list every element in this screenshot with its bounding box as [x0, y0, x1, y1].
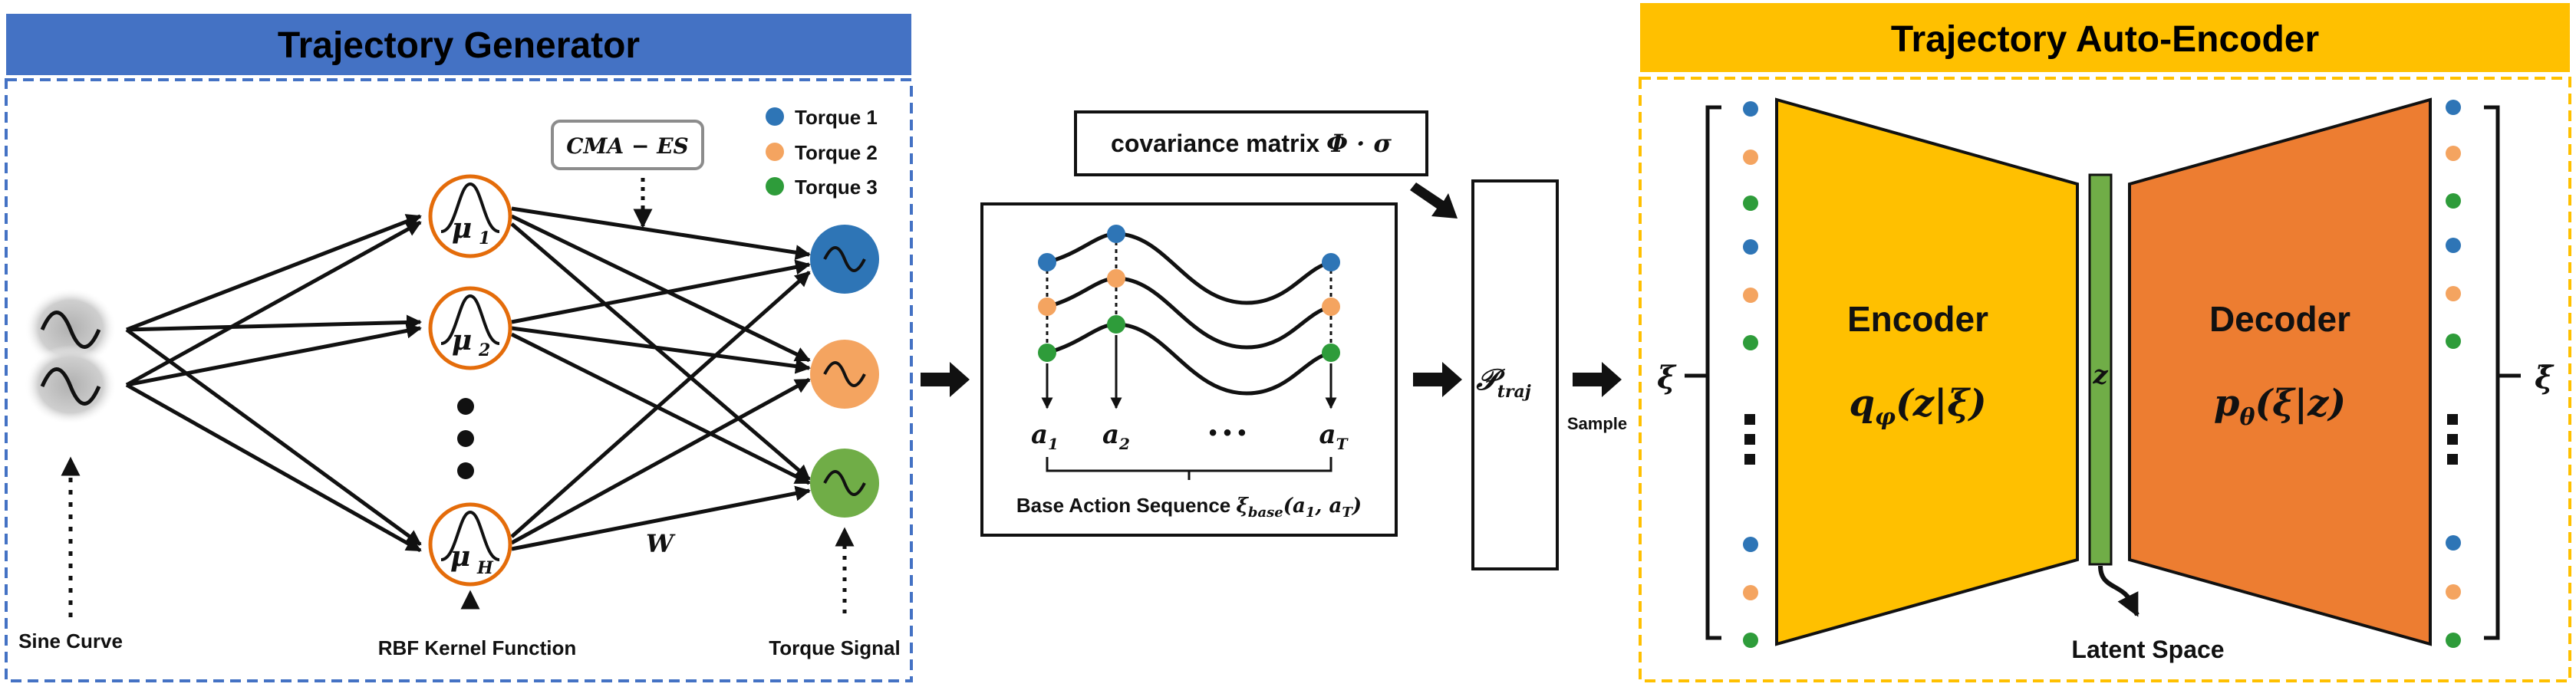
- covariance-label: covariance matrix Φ · σ: [1111, 129, 1392, 158]
- autoencoder-panel: Trajectory Auto-Encoder: [1639, 3, 2571, 682]
- block-arrow-to-ptraj: [1413, 362, 1462, 397]
- rbf-neuron-2: μ 2: [428, 286, 512, 370]
- encoder-formula: qφ(z|ξ): [1849, 382, 1986, 431]
- legend-dot-torque-3: [766, 177, 784, 196]
- cma-es-label: CMA − ES: [566, 133, 689, 159]
- decoder-block: Decoder pθ(ξ|z): [2128, 97, 2432, 646]
- gaussian-icon: [440, 294, 500, 345]
- output-xi-bar-label: ξ̄: [2535, 360, 2555, 396]
- torque-legend: Torque 1 Torque 2 Torque 3: [766, 106, 878, 199]
- generator-title-bar: [6, 14, 911, 75]
- decoder-formula: pθ(ξ|z): [2214, 382, 2346, 431]
- neuron-label: μ: [450, 541, 470, 573]
- generator-title: Trajectory Generator: [278, 25, 640, 66]
- action-aT: aT: [1319, 419, 1349, 453]
- input-edges: [125, 214, 422, 553]
- covariance-arrow: [1410, 182, 1458, 219]
- trajectory-points: [1038, 225, 1340, 362]
- input-ellipsis: [1744, 414, 1755, 465]
- output-torque-3: [810, 449, 879, 518]
- generator-panel: Trajectory Generator: [5, 14, 913, 682]
- sequence-bracket: [1046, 457, 1332, 480]
- gaussian-icon: [440, 182, 500, 233]
- rbf-neuron-1: μ 1: [428, 174, 512, 258]
- covariance-box: covariance matrix Φ · σ: [1074, 110, 1428, 176]
- generator-border: [5, 78, 913, 682]
- rbf-neuron-h: μ H: [428, 502, 512, 587]
- action-a1: a1: [1031, 419, 1059, 453]
- block-arrow-to-sequence: [921, 362, 970, 397]
- sample-label: Sample: [1567, 414, 1627, 433]
- output-ellipsis: [2447, 414, 2458, 465]
- neuron-subscript: 1: [479, 228, 490, 248]
- autoencoder-title-bar: [1640, 3, 2570, 72]
- autoencoder-border: [1639, 77, 2571, 682]
- decoder-label: Decoder: [2209, 299, 2350, 339]
- input-dots: [1743, 101, 1758, 648]
- sine-wave-icon: [40, 367, 101, 406]
- sine-wave-icon: [823, 470, 866, 496]
- legend-torque-1: Torque 1: [795, 106, 878, 129]
- sine-curve-input: [25, 288, 117, 425]
- legend-dot-torque-1: [766, 107, 784, 126]
- encoder-label: Encoder: [1847, 299, 1988, 339]
- p-traj-box: 𝒫traj: [1471, 179, 1559, 570]
- action-sequence-panel: a1 a2 • • • aT Base Action Sequence ξbas…: [980, 202, 1398, 537]
- legend-torque-2: Torque 2: [795, 141, 878, 164]
- latent-z-label: z: [2092, 360, 2108, 390]
- output-dots: [2446, 100, 2461, 648]
- gaussian-icon: [440, 510, 500, 561]
- latent-space-label: Latent Space: [2071, 636, 2224, 663]
- input-xi-label: ξ: [1657, 360, 1677, 396]
- output-bracket: [2484, 105, 2500, 640]
- action-arrows: [1041, 335, 1337, 409]
- sine-wave-icon: [823, 361, 866, 387]
- legend-torque-3: Torque 3: [795, 176, 878, 199]
- neuron-ellipsis: [457, 398, 474, 479]
- torque-signal-label: Torque Signal: [769, 636, 900, 659]
- neuron-subscript: H: [476, 558, 494, 578]
- action-ellipsis: • • •: [1209, 420, 1246, 445]
- neuron-label: μ: [452, 212, 472, 245]
- action-a2: a2: [1102, 419, 1130, 453]
- input-bracket: [1705, 105, 1721, 640]
- sine-wave-icon: [40, 311, 101, 349]
- neuron-label: μ: [452, 324, 472, 357]
- block-arrow-to-autoencoder: [1573, 362, 1622, 397]
- encoder-block: Encoder qφ(z|ξ): [1775, 97, 2079, 646]
- weight-edges: [510, 206, 811, 551]
- sine-curve-label: Sine Curve: [18, 629, 123, 652]
- autoencoder-title: Trajectory Auto-Encoder: [1891, 19, 2319, 60]
- neuron-subscript: 2: [478, 340, 490, 360]
- latent-space-arrow: [2098, 565, 2140, 617]
- legend-dot-torque-2: [766, 143, 784, 161]
- weight-label: W: [646, 529, 676, 558]
- sine-wave-icon: [823, 246, 866, 272]
- latent-block: z: [2088, 173, 2113, 566]
- sequence-caption: Base Action Sequence ξbase(a1, aT): [1016, 494, 1362, 521]
- cma-es-box: CMA − ES: [551, 120, 704, 170]
- output-torque-2: [810, 340, 879, 409]
- trajectory-curves: [1046, 232, 1332, 396]
- rbf-label: RBF Kernel Function: [378, 636, 577, 659]
- output-torque-1: [810, 225, 879, 294]
